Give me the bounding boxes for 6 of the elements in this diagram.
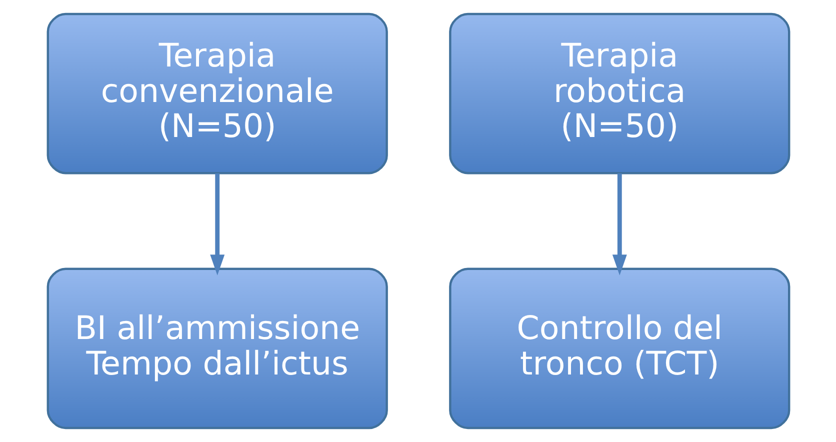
node-box: Controllo del tronco (TCT) [448,268,790,430]
arrow [612,173,626,276]
node-box: Terapia convenzionale (N=50) [46,12,388,174]
node-box: Terapia robotica (N=50) [448,12,790,174]
arrow [210,173,224,276]
node-box: BI all’ammissione Tempo dall’ictus [46,268,388,430]
